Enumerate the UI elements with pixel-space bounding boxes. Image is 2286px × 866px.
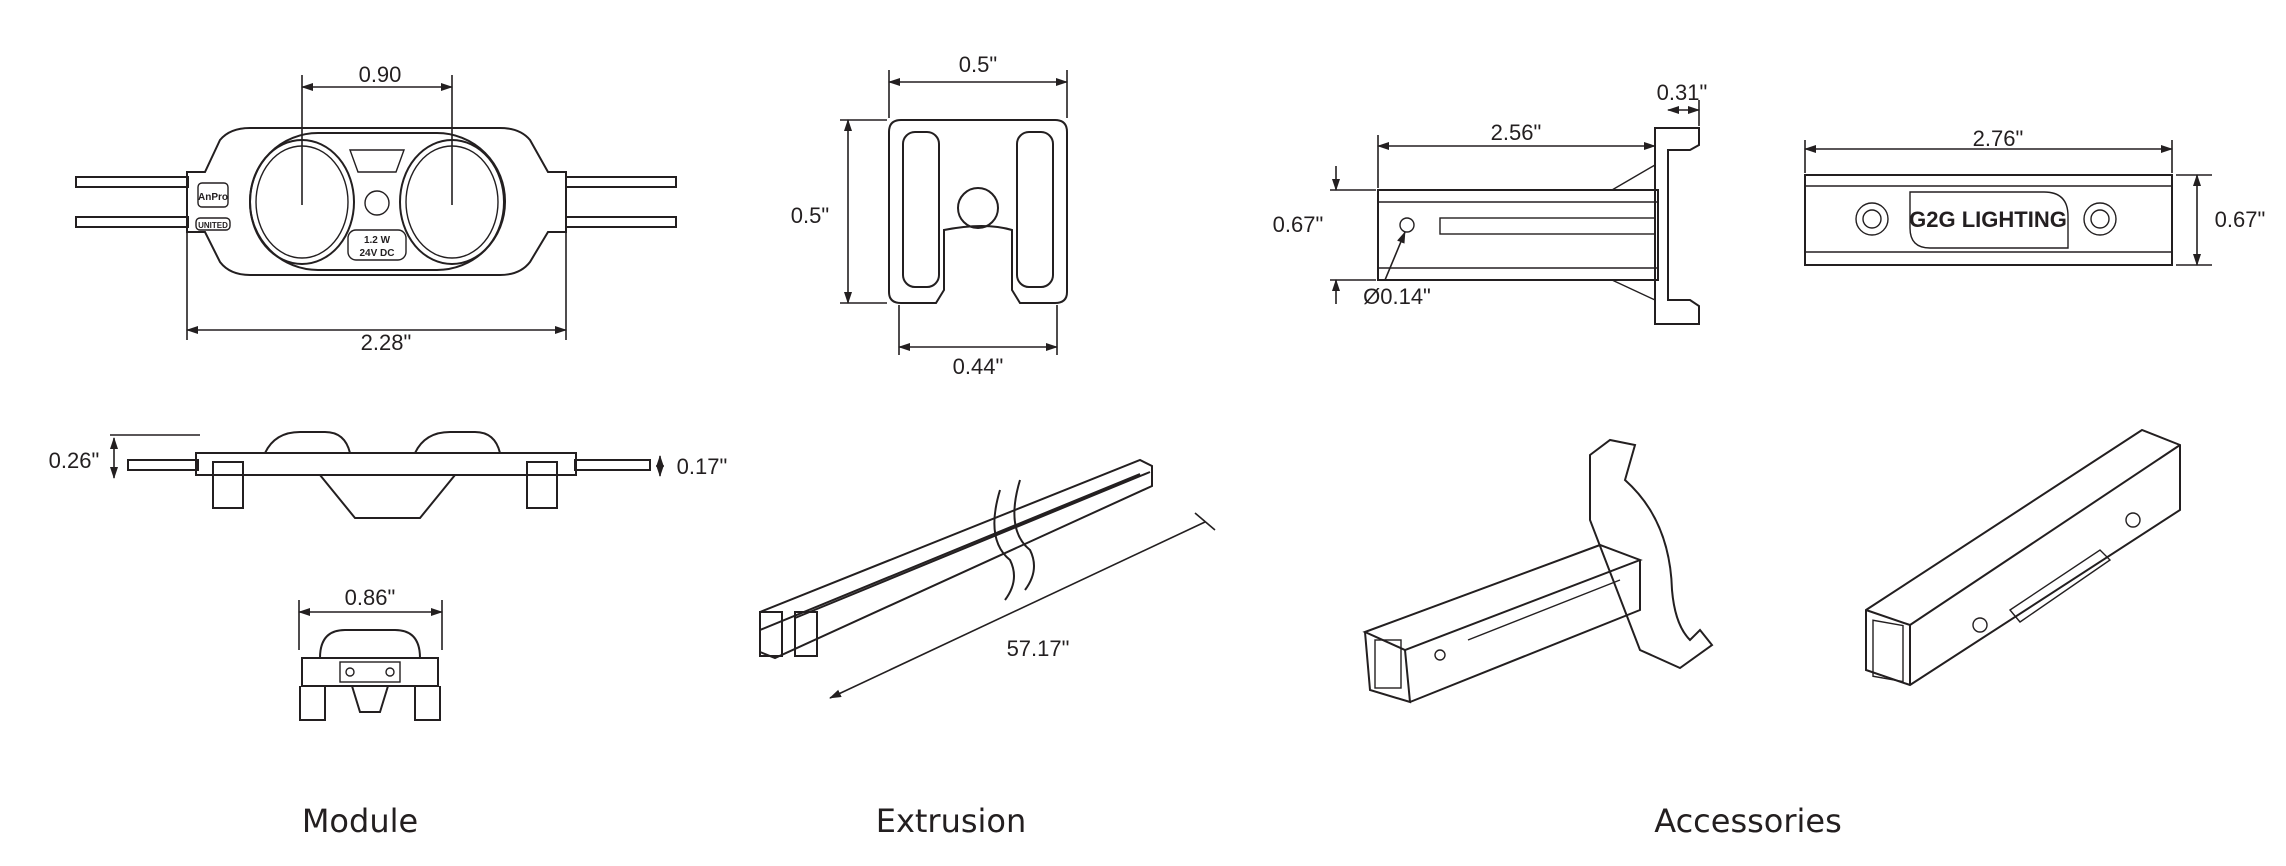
module-voltage-marking: 24V DC [359,248,394,259]
module-top-view: AnPro UNITED 1.2 W 24V DC 0.90 2.28" [75,62,677,355]
bracket-isometric-view [1362,438,1714,704]
g2g-lighting-logo: G2G LIGHTING [1909,207,2067,232]
accessories-caption: Accessories [1654,802,1842,840]
connector-height-dimension: 0.67" [2215,207,2266,232]
connector-top-view: G2G LIGHTING 2.76" 0.67" [1804,126,2266,266]
extrusion-length-dimension: 57.17" [1007,636,1070,661]
module-led-spacing-dimension: 0.90 [359,62,402,87]
extrusion-bottom-width-dimension: 0.44" [953,354,1004,379]
bracket-height-dimension: 0.67" [1273,212,1324,237]
ul-mark-icon [349,149,405,173]
logo-icon [364,190,390,216]
module-length-dimension: 2.28" [361,330,412,355]
module-side-view: 0.26" 0.17" [49,431,728,519]
extrusion-caption: Extrusion [876,802,1027,840]
module-body-height-dimension: 0.17" [677,454,728,479]
connector-isometric-view [1865,428,2181,687]
module-width-dimension: 0.86" [345,585,396,610]
bracket-side-view: 2.56" 0.31" 0.67" Ø0.14" [1273,80,1708,325]
connector-length-dimension: 2.76" [1973,126,2024,151]
module-maker-marking: UNITED [198,221,228,230]
module-total-height-dimension: 0.26" [49,448,100,473]
module-brand-marking: AnPro [198,192,228,203]
module-power-marking: 1.2 W [364,235,391,246]
bracket-hole-dimension: Ø0.14" [1363,284,1431,309]
bracket-length-dimension: 2.56" [1491,120,1542,145]
module-end-view: 0.86" [298,585,443,721]
extrusion-top-width-dimension: 0.5" [959,52,997,77]
bracket-flange-dimension: 0.31" [1657,80,1708,105]
extrusion-profile-view: 0.5" 0.5" 0.44" [791,52,1068,379]
extrusion-isometric-view: 57.17" [759,458,1216,699]
module-caption: Module [302,802,418,840]
extrusion-height-dimension: 0.5" [791,203,829,228]
